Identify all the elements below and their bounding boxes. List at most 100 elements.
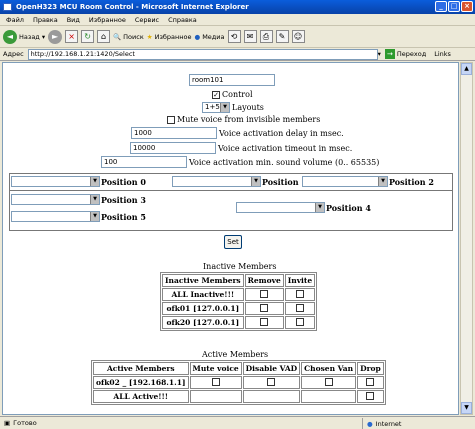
menu-favorites[interactable]: Избранное [88,16,126,24]
active-members-table: Active Members Mute voice Disable VAD Ch… [91,360,386,405]
window-title: OpenH323 MCU Room Control - Microsoft In… [16,3,249,11]
position-1-select[interactable]: ▼ [172,176,261,187]
active-header-mute: Mute voice [189,362,242,375]
active-header-drop: Drop [357,362,384,375]
remove-checkbox[interactable] [260,289,269,298]
chevron-down-icon: ▼ [315,203,324,212]
active-header-chosen: Chosen Van [301,362,357,375]
menu-tools[interactable]: Сервис [134,16,160,24]
globe-icon: ● [367,419,373,428]
go-button[interactable]: → Переход [384,49,426,59]
maximize-button[interactable]: □ [448,1,460,12]
mute-invisible-label: Mute voice from invisible members [177,115,321,124]
position-4-select[interactable]: ▼ [236,202,325,213]
status-text: Готово [13,419,37,427]
layout-select[interactable]: 1+5▼ [202,102,230,113]
scroll-up-icon[interactable]: ▲ [461,63,472,75]
scroll-down-icon[interactable]: ▼ [461,402,472,414]
set-button[interactable]: Set [224,235,242,249]
control-checkbox[interactable] [212,90,220,99]
position-3-select[interactable]: ▼ [11,194,100,205]
ie-icon [3,3,12,11]
menu-edit[interactable]: Правка [32,16,58,24]
menu-help[interactable]: Справка [168,16,197,24]
invite-checkbox[interactable] [295,317,304,326]
position-5-select[interactable]: ▼ [11,211,100,222]
position-1-label: Position 1 [262,176,307,187]
chevron-down-icon: ▼ [90,177,99,186]
minimize-button[interactable]: _ [435,1,447,12]
print-button[interactable]: ⎙ [259,30,273,43]
forward-button[interactable]: ► [48,29,63,44]
table-row: ofk20 [127.0.0.1] [162,316,316,329]
vad-volume-label: Voice activation min. sound volume (0.. … [189,157,380,167]
position-4-label: Position 4 [326,202,371,213]
title-bar: OpenH323 MCU Room Control - Microsoft In… [0,0,475,14]
disable-vad-checkbox[interactable] [267,377,276,386]
drop-checkbox[interactable] [366,391,375,400]
menu-file[interactable]: Файл [6,16,24,24]
inactive-header-invite: Invite [284,274,316,287]
mute-invisible-checkbox[interactable] [167,115,175,124]
messenger-button[interactable]: ☺ [291,30,305,43]
media-button[interactable]: ● Медиа [194,32,225,41]
active-header-name: Active Members [93,362,189,375]
search-button[interactable]: 🔍 Поиск [113,32,144,41]
invite-checkbox[interactable] [295,289,304,298]
page-content: Control 1+5▼ Layouts Mute voice from inv… [2,62,459,415]
address-dropdown[interactable]: ▾ [377,50,381,58]
back-arrow-icon: ◄ [3,29,17,44]
mute-voice-checkbox[interactable] [211,377,220,386]
chosen-van-checkbox[interactable] [324,377,333,386]
room-input[interactable] [189,74,275,86]
star-icon: ★ [146,32,153,41]
mail-button[interactable]: ✉ [243,30,257,43]
vertical-scrollbar[interactable]: ▲ ▼ [460,62,473,415]
menu-view[interactable]: Вид [66,16,80,24]
address-input[interactable]: http://192.168.1.21:1420/Select [27,48,378,60]
position-0-select[interactable]: ▼ [11,176,100,187]
remove-checkbox[interactable] [260,317,269,326]
position-5-label: Position 5 [101,211,146,222]
chevron-down-icon: ▼ [90,212,99,221]
vad-delay-input[interactable] [131,127,217,139]
table-row: ALL Active!!! [93,390,384,403]
inactive-row-label: ofk01 [127.0.0.1] [162,302,244,315]
favorites-button[interactable]: ★ Избранное [146,32,192,41]
inactive-row-label: ofk20 [127.0.0.1] [162,316,244,329]
edit-button[interactable]: ✎ [275,30,289,43]
active-row-label: ALL Active!!! [93,390,189,403]
inactive-members-table: Inactive Members Remove Invite ALL Inact… [160,272,318,331]
position-2-label: Position 2 [389,176,434,187]
chevron-down-icon: ▼ [90,195,99,204]
refresh-button[interactable]: ↻ [81,30,95,43]
home-button[interactable]: ⌂ [97,30,111,43]
drop-checkbox[interactable] [366,377,375,386]
back-button[interactable]: ◄ Назад ▾ [3,29,45,44]
address-label: Адрес [3,50,24,58]
layout-label: Layouts [232,103,264,112]
links-button[interactable]: Links [434,50,451,58]
history-button[interactable]: ⟲ [227,30,241,43]
close-button[interactable]: × [461,1,473,12]
inactive-caption: Inactive Members [203,262,277,271]
page-icon: ▣ [4,419,11,427]
inactive-header-name: Inactive Members [162,274,244,287]
invite-checkbox[interactable] [295,303,304,312]
position-2-select[interactable]: ▼ [302,176,388,187]
vad-volume-input[interactable] [101,156,187,168]
toolbar: ◄ Назад ▾ ► × ↻ ⌂ 🔍 Поиск ★ Избранное ● … [0,26,475,48]
remove-checkbox[interactable] [260,303,269,312]
vad-timeout-label: Voice activation timeout in msec. [218,143,353,153]
address-bar: Адрес http://192.168.1.21:1420/Select ▾ … [0,48,475,61]
vad-delay-label: Voice activation delay in msec. [219,128,344,138]
stop-button[interactable]: × [65,30,79,43]
vad-timeout-input[interactable] [130,142,216,154]
table-row: ofk01 [127.0.0.1] [162,302,316,315]
active-row-label: ofk02 _ [192.168.1.1] [93,376,189,389]
inactive-header-remove: Remove [244,274,284,287]
layout-positions: ▼ Position 0 ▼ Position 1 ▼ Position 2 ▼… [9,173,453,231]
go-arrow-icon: → [384,49,395,59]
active-header-vad: Disable VAD [242,362,301,375]
security-zone: ● Internet [362,418,401,429]
